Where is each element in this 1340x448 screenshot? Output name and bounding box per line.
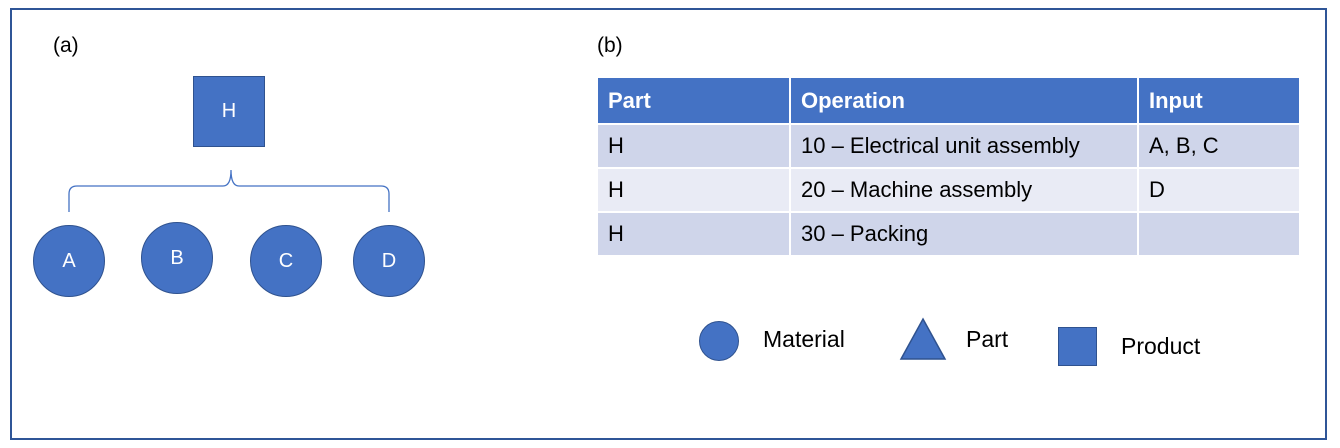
cell-part: H [596,123,791,169]
header-input: Input [1137,76,1301,125]
table-row: H 10 – Electrical unit assembly A, B, C [596,123,1301,169]
material-circle-icon [699,321,739,361]
table-row: H 30 – Packing [596,211,1301,257]
node-b: B [141,222,213,294]
operations-table: Part Operation Input H 10 – Electrical u… [596,76,1301,257]
node-a: A [33,225,105,297]
legend-material-label: Material [763,326,845,352]
header-operation: Operation [789,76,1139,125]
legend-product-label: Product [1121,333,1201,359]
panel-b-label: (b) [597,34,623,57]
cell-input: A, B, C [1137,123,1301,169]
panel-a-label: (a) [53,34,79,57]
cell-input: D [1137,167,1301,213]
cell-part: H [596,211,791,257]
table-header-row: Part Operation Input [596,76,1301,125]
cell-operation: 30 – Packing [789,211,1139,257]
node-d: D [353,225,425,297]
node-h: H [193,76,265,147]
cell-input [1137,211,1301,257]
legend-part-label: Part [966,326,1009,352]
table-row: H 20 – Machine assembly D [596,167,1301,213]
figure-frame [10,8,1327,440]
product-square-icon [1058,327,1097,366]
cell-operation: 10 – Electrical unit assembly [789,123,1139,169]
cell-part: H [596,167,791,213]
part-triangle-icon [899,317,947,360]
header-part: Part [596,76,791,125]
cell-operation: 20 – Machine assembly [789,167,1139,213]
node-c: C [250,225,322,297]
